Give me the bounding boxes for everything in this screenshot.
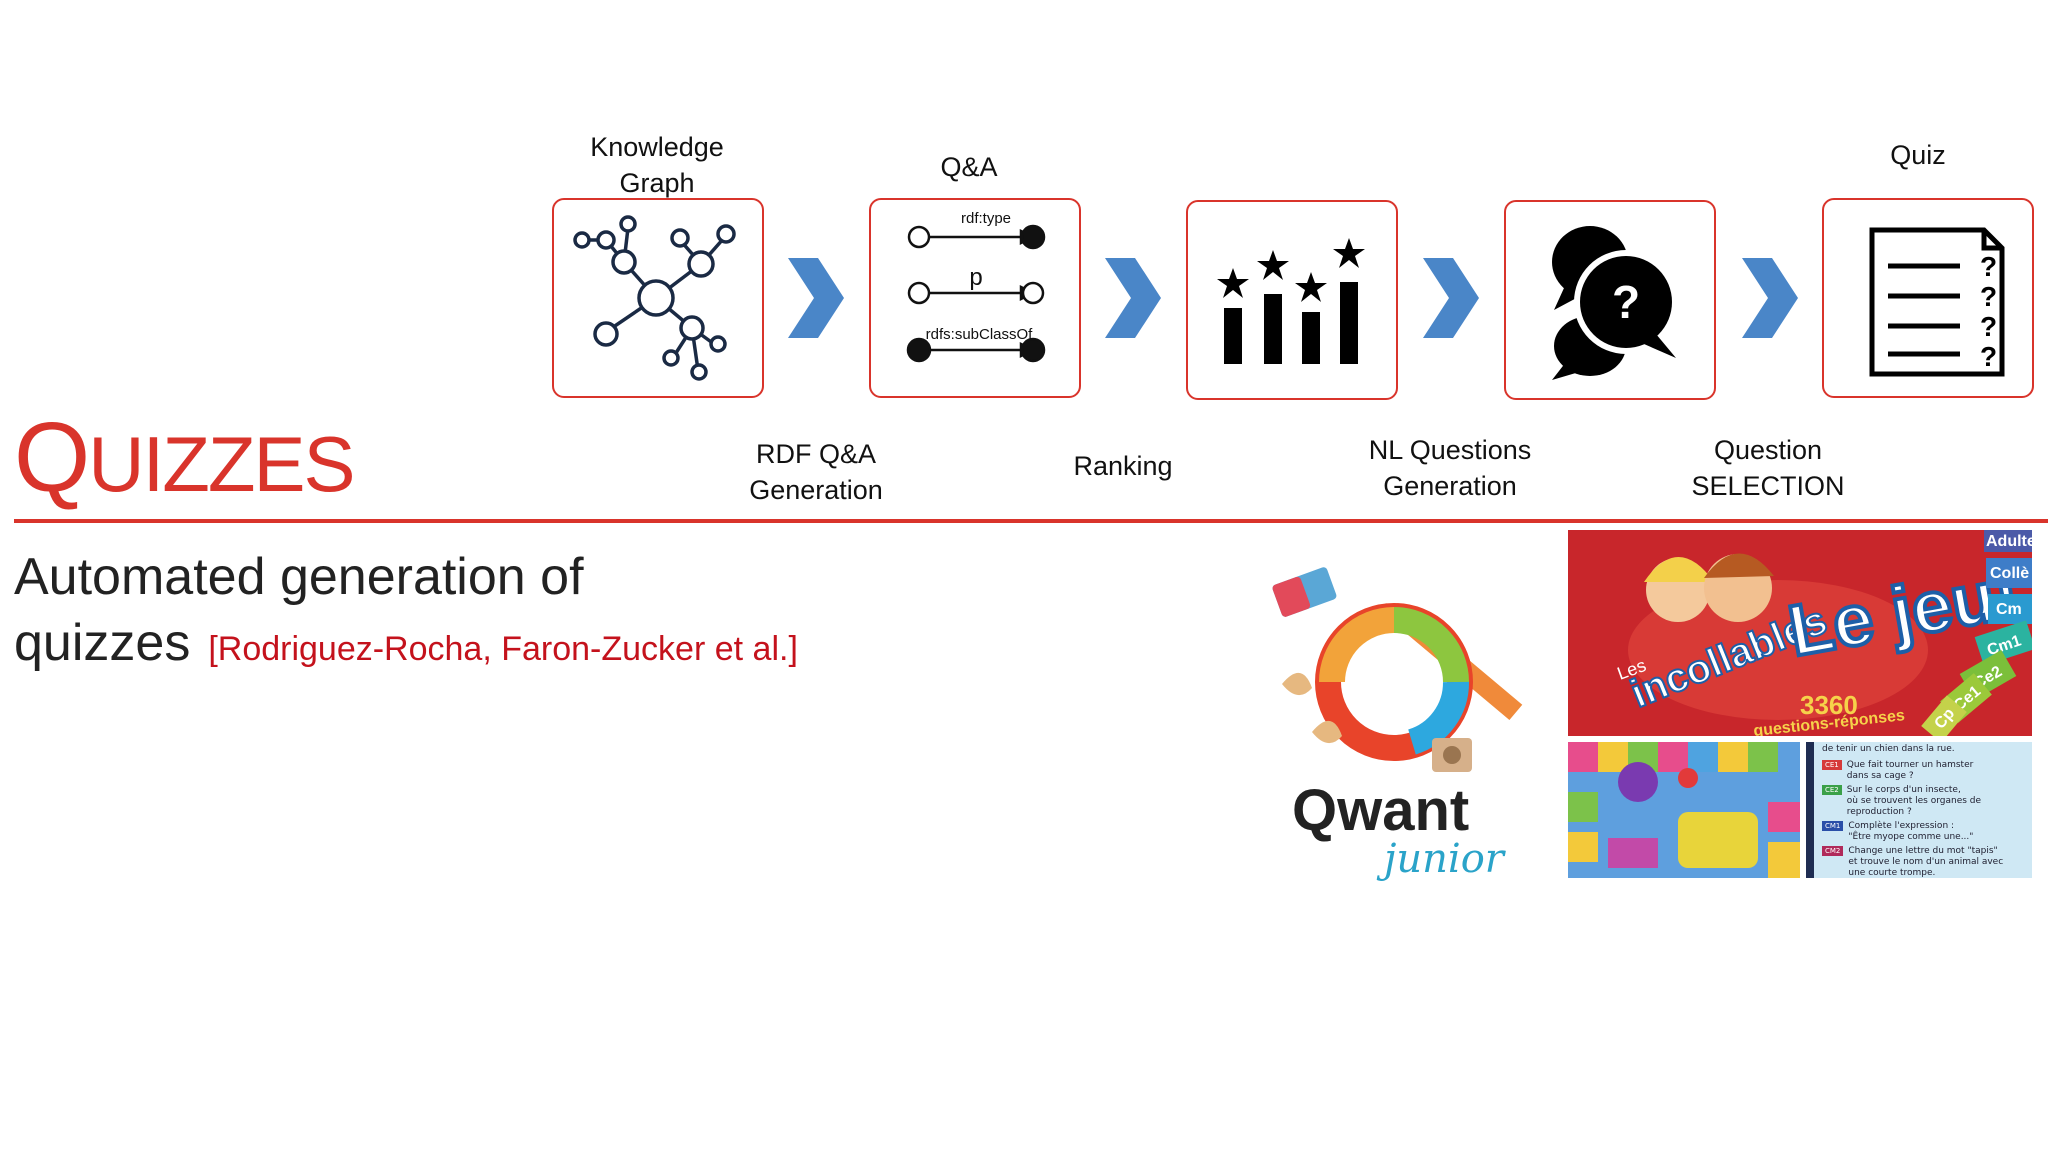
qwant-junior-logo: Qwant junior [1262, 554, 1536, 882]
card-badge-ce1: CE1 [1822, 760, 1842, 770]
svg-text:?: ? [1980, 281, 1997, 312]
subtitle-line1: Automated generation of [14, 548, 584, 606]
label-knowledge-graph: Knowledge Graph [590, 132, 724, 198]
quiz-document-icon: ? ? ? ? [1869, 227, 2005, 377]
label-ranking: Ranking [1073, 451, 1173, 481]
card-line-0: de tenir un chien dans la rue. [1822, 744, 1955, 754]
chevron-right-icon [1105, 258, 1161, 338]
ranking-chart-icon [1217, 238, 1365, 364]
knowledge-graph-box [552, 198, 764, 398]
svg-text:Cm: Cm [1996, 601, 2022, 618]
junior-wordmark: junior [1376, 836, 1507, 882]
label-rdf-qa-generation: RDF Q&A Generation [749, 439, 883, 505]
edge-label-p: p [969, 264, 983, 291]
chevron-right-icon [1423, 258, 1479, 338]
edge-label-rdf-type: rdf:type [960, 210, 1012, 227]
page-title: QUIZZES [14, 402, 356, 512]
nl-questions-box: ? [1504, 200, 1716, 400]
incollables-game-box-image: Les incollables Le jeu! 3360 questions-r… [1568, 530, 2032, 736]
label-quiz: Quiz [1890, 140, 1946, 170]
game-board-image [1568, 742, 1800, 878]
question-card-image: de tenir un chien dans la rue. CE1 Que f… [1806, 742, 2032, 878]
card-badge-cm1: CM1 [1822, 821, 1844, 831]
citation: [Rodriguez-Rocha, Faron-Zucker et al.] [208, 630, 798, 668]
quiz-box: ? ? ? ? [1822, 198, 2034, 398]
label-qa: Q&A [940, 152, 998, 182]
chevron-right-icon [1742, 258, 1798, 338]
ranking-box [1186, 200, 1398, 400]
svg-text:?: ? [1612, 276, 1640, 328]
qwant-wordmark: Qwant [1292, 778, 1469, 843]
label-nl-questions-generation: NL Questions Generation [1368, 435, 1532, 501]
card-question-cm1: Complète l'expression : "Être myope comm… [1848, 821, 1974, 842]
card-question-ce2: Sur le corps d'un insecte, où se trouven… [1846, 785, 1982, 817]
chat-question-icon: ? [1552, 226, 1678, 380]
chevron-right-icon [788, 258, 844, 338]
svg-text:?: ? [1980, 251, 1997, 282]
subtitle: Automated generation of quizzes [Rodrigue… [14, 544, 798, 682]
title-divider [14, 519, 2048, 523]
card-question-cm2: Change une lettre du mot "tapis" et trou… [1848, 846, 2004, 878]
svg-text:?: ? [1980, 341, 1997, 372]
network-graph-icon [573, 215, 736, 381]
svg-text:Collè: Collè [1990, 565, 2029, 582]
svg-text:Adulte: Adulte [1986, 533, 2032, 550]
card-question-ce1: Que fait tourner un hamster dans sa cage… [1846, 760, 1974, 781]
qa-box: rdf:type p rdfs:subClassOf [869, 198, 1081, 398]
subtitle-line2: quizzes [14, 614, 191, 672]
svg-text:?: ? [1980, 311, 1997, 342]
rdf-triples-icon [906, 224, 1046, 363]
edge-label-rdfs-subclassof: rdfs:subClassOf [925, 326, 1033, 343]
card-badge-cm2: CM2 [1822, 846, 1844, 856]
card-badge-ce2: CE2 [1822, 785, 1842, 795]
label-question-selection: Question SELECTION [1691, 435, 1845, 501]
svg-text:3360: 3360 [1800, 690, 1858, 720]
